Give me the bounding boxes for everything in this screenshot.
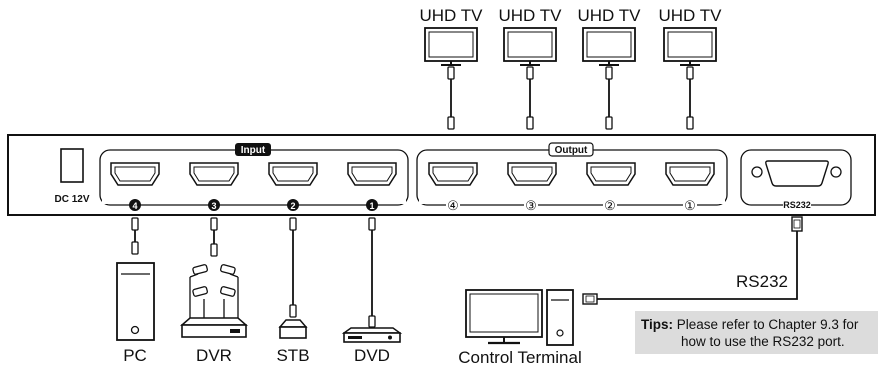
output-cable-2 <box>526 66 534 130</box>
power-label: DC 12V <box>54 194 89 205</box>
pc-label: PC <box>123 346 147 365</box>
pc-tower-icon <box>116 262 155 341</box>
dvr-icon <box>180 264 248 338</box>
tv-label: UHD TV <box>659 6 723 25</box>
input-cable-stb <box>289 217 297 318</box>
input-group: Input <box>99 143 409 206</box>
tips-box: Tips: Please refer to Chapter 9.3 for ho… <box>635 311 878 354</box>
input-port-1-marker: 1 <box>366 199 378 211</box>
svg-text:①: ① <box>684 198 696 213</box>
output-group: Output <box>416 142 728 206</box>
output-hdmi-port-3-inner <box>511 166 553 182</box>
output-port-numbers: ④ ③ ② ① <box>446 198 697 213</box>
dvr-label: DVR <box>196 346 232 365</box>
output-port-4-marker: ④ <box>446 198 460 213</box>
tv-label: UHD TV <box>578 6 642 25</box>
stb-label: STB <box>276 346 309 365</box>
input-hdmi-port-4-inner <box>114 166 156 182</box>
svg-text:4: 4 <box>132 201 137 211</box>
tv-label: UHD TV <box>499 6 563 25</box>
stb-icon <box>278 319 308 339</box>
input-hdmi-port-1-inner <box>351 166 393 182</box>
output-cable-1 <box>447 66 455 130</box>
input-port-3-marker: 3 <box>208 199 220 211</box>
dvd-player-icon <box>341 327 403 343</box>
input-hdmi-port-2-inner <box>272 166 314 182</box>
tips-heading: Tips: <box>641 317 674 332</box>
dvd-label: DVD <box>354 346 390 365</box>
output-group-label: Output <box>555 145 588 156</box>
control-terminal-label: Control Terminal <box>458 348 581 367</box>
input-port-2-marker: 2 <box>287 199 299 211</box>
input-cable-dvd <box>368 217 376 328</box>
output-hdmi-port-2-inner <box>590 166 632 182</box>
tips-line1: Please refer to Chapter 9.3 for <box>676 317 859 332</box>
input-cables <box>131 217 376 328</box>
output-hdmi-port-4-inner <box>432 166 474 182</box>
input-port-4-marker: 4 <box>129 199 141 211</box>
control-terminal-icon <box>465 289 574 346</box>
rs232-link-label: RS232 <box>736 272 788 291</box>
svg-text:②: ② <box>604 198 616 213</box>
input-cable-dvr <box>210 217 218 257</box>
svg-text:1: 1 <box>369 201 374 211</box>
output-cable-3 <box>605 66 613 130</box>
output-port-3-marker: ③ <box>524 198 538 213</box>
rs232-port-label: RS232 <box>783 200 811 210</box>
tv-label: UHD TV <box>420 6 484 25</box>
output-cable-4 <box>686 66 694 130</box>
uhd-tv-4: UHD TV <box>659 6 723 66</box>
input-port-numbers: 4 3 2 1 <box>129 199 378 211</box>
dc-power-port: DC 12V <box>54 148 90 205</box>
uhd-tv-1: UHD TV <box>420 6 484 66</box>
hdmi-ports <box>110 162 715 186</box>
rs232-port: RS232 <box>740 149 852 210</box>
input-group-label: Input <box>241 145 266 156</box>
input-hdmi-port-3-inner <box>193 166 235 182</box>
svg-text:③: ③ <box>525 198 537 213</box>
svg-text:④: ④ <box>447 198 459 213</box>
rs232-cable <box>582 216 803 305</box>
output-port-2-marker: ② <box>603 198 617 213</box>
uhd-tv-2: UHD TV <box>499 6 563 66</box>
input-cable-pc <box>131 217 139 255</box>
output-port-1-marker: ① <box>683 198 697 213</box>
tips-line2: how to use the RS232 port. <box>681 334 845 349</box>
svg-text:2: 2 <box>290 201 295 211</box>
uhd-tv-3: UHD TV <box>578 6 642 66</box>
output-cables <box>447 66 694 130</box>
output-hdmi-port-1-inner <box>669 166 711 182</box>
svg-text:3: 3 <box>211 201 216 211</box>
